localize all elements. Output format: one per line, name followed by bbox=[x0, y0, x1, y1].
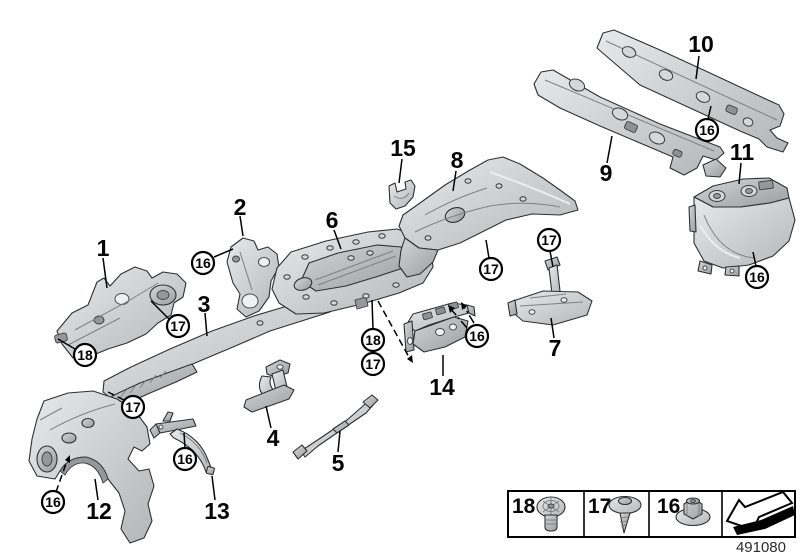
callout-nut-near-part11[interactable]: 16 bbox=[744, 264, 770, 290]
callout-nut-near-part10[interactable]: 16 bbox=[694, 117, 720, 143]
callout-nut-near-part12[interactable]: 16 bbox=[40, 489, 66, 515]
callout-rivet-near-part1[interactable]: 18 bbox=[72, 342, 98, 368]
part-10-floor-panel-drawing bbox=[596, 29, 789, 153]
svg-text:16: 16 bbox=[45, 494, 61, 510]
part-7-bracket-drawing bbox=[507, 256, 593, 326]
callout-screw-near-part8[interactable]: 17 bbox=[478, 256, 504, 282]
part-label-11[interactable]: 11 bbox=[730, 139, 755, 165]
fastener-callouts: 16 17 18 17 16 16 18 17 16 17 17 bbox=[40, 117, 770, 515]
callout-rivet-near-part6[interactable]: 18 bbox=[360, 327, 386, 353]
arrowhead bbox=[65, 455, 70, 463]
svg-text:17: 17 bbox=[125, 399, 141, 415]
svg-text:16: 16 bbox=[469, 328, 485, 344]
arrowhead bbox=[461, 302, 467, 310]
callout-screw-near-part1[interactable]: 17 bbox=[165, 313, 191, 339]
legend-item-screw[interactable]: 17 bbox=[588, 495, 642, 534]
part-label-4[interactable]: 4 bbox=[267, 425, 280, 451]
callout-screw-near-part3[interactable]: 17 bbox=[120, 394, 146, 420]
callout-nut-near-part2[interactable]: 16 bbox=[190, 250, 216, 276]
legend-item-direction-arrow bbox=[725, 490, 795, 535]
legend-item-flange-nut[interactable]: 16 bbox=[657, 495, 711, 527]
part-2-bracket-drawing bbox=[226, 237, 280, 318]
callout-nut-near-part14[interactable]: 16 bbox=[464, 323, 490, 349]
part-11-muffler-shield-drawing bbox=[688, 177, 796, 277]
part-6-tunnel-shield-drawing bbox=[271, 228, 434, 315]
leader-lines bbox=[55, 55, 757, 501]
part-label-2[interactable]: 2 bbox=[234, 194, 247, 220]
callout-screw-near-part7[interactable]: 17 bbox=[536, 227, 562, 253]
legend-label-17: 17 bbox=[588, 495, 611, 518]
direction-arrow-icon bbox=[725, 490, 795, 535]
part-13-strap-drawing bbox=[149, 411, 215, 476]
svg-text:17: 17 bbox=[170, 318, 186, 334]
legend-item-expansion-rivet[interactable]: 18 bbox=[512, 495, 566, 532]
part-3-sill-panel-drawing bbox=[102, 297, 334, 405]
part-label-3[interactable]: 3 bbox=[198, 291, 211, 317]
part-label-1[interactable]: 1 bbox=[97, 235, 110, 261]
part-12-wheel-arch-shield-drawing bbox=[28, 390, 155, 544]
expansion-rivet-icon bbox=[536, 496, 566, 532]
part-label-6[interactable]: 6 bbox=[326, 207, 339, 233]
arrowhead bbox=[448, 305, 455, 313]
part-label-9[interactable]: 9 bbox=[600, 160, 613, 186]
part-9-floor-panel-drawing bbox=[533, 69, 727, 178]
svg-text:16: 16 bbox=[699, 122, 715, 138]
parts-artwork bbox=[28, 29, 796, 544]
part-1-heat-insulation-drawing bbox=[54, 266, 187, 359]
svg-text:16: 16 bbox=[177, 451, 193, 467]
svg-text:18: 18 bbox=[365, 332, 381, 348]
part-4-clamp-bracket-drawing bbox=[243, 359, 295, 413]
svg-text:17: 17 bbox=[365, 356, 381, 372]
part-5-strip-drawing bbox=[292, 394, 379, 460]
part-label-5[interactable]: 5 bbox=[332, 450, 345, 476]
part-label-14[interactable]: 14 bbox=[429, 374, 455, 400]
legend-label-18: 18 bbox=[512, 495, 536, 518]
part-14-mount-bracket-drawing bbox=[403, 301, 476, 353]
svg-text:17: 17 bbox=[483, 261, 499, 277]
part-label-12[interactable]: 12 bbox=[86, 498, 112, 524]
fastener-legend: 18 17 16 bbox=[507, 490, 796, 538]
part-8-tunnel-panel-drawing bbox=[398, 156, 579, 278]
svg-text:18: 18 bbox=[77, 347, 93, 363]
part-15-clip-bracket-drawing bbox=[388, 179, 416, 210]
part-label-8[interactable]: 8 bbox=[451, 147, 464, 173]
svg-text:17: 17 bbox=[541, 232, 557, 248]
part-labels: 1 2 3 4 5 6 7 8 9 10 11 12 13 14 15 bbox=[86, 31, 754, 524]
drawing-number: 491080 bbox=[736, 539, 786, 556]
callout-screw-near-part6[interactable]: 17 bbox=[360, 351, 386, 377]
flange-nut-icon bbox=[675, 497, 711, 527]
callout-nut-near-part13[interactable]: 16 bbox=[172, 446, 198, 472]
legend-label-16: 16 bbox=[657, 495, 680, 518]
part-label-10[interactable]: 10 bbox=[688, 31, 714, 57]
arrowhead bbox=[407, 355, 413, 363]
part-label-13[interactable]: 13 bbox=[204, 498, 230, 524]
part-label-15[interactable]: 15 bbox=[390, 135, 416, 161]
svg-text:16: 16 bbox=[749, 269, 765, 285]
sheet-metal-screw-icon bbox=[608, 495, 642, 534]
part-label-7[interactable]: 7 bbox=[549, 335, 562, 361]
svg-text:16: 16 bbox=[195, 255, 211, 271]
